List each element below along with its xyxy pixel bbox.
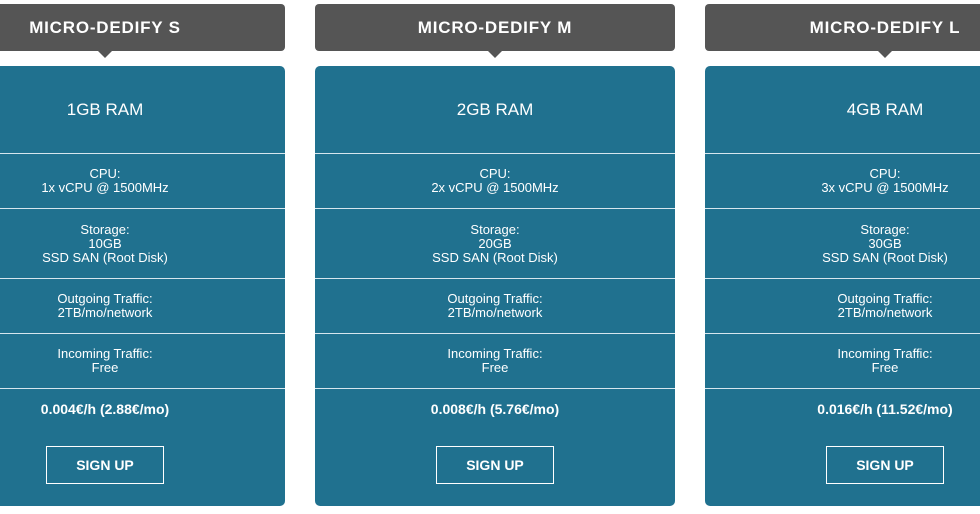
storage-label: Storage: [860, 221, 910, 237]
incoming-value: Free [871, 360, 899, 375]
incoming-label: Incoming Traffic: [837, 346, 933, 361]
ram-value: 2GB RAM [456, 99, 534, 119]
plan-header: MICRO-DEDIFY M [315, 4, 675, 58]
ram-row: 4GB RAM [705, 66, 980, 154]
plan-card-m: MICRO-DEDIFY M 2GB RAM CPU: 2x vCPU @ 15… [315, 0, 675, 514]
plan-name: MICRO-DEDIFY L [809, 17, 961, 37]
storage-size: 30GB [868, 235, 902, 251]
price-value: 0.004€/h (2.88€/mo) [40, 401, 170, 417]
header-pointer-arrow [97, 50, 113, 58]
outgoing-label: Outgoing Traffic: [447, 291, 543, 306]
ram-value: 1GB RAM [66, 99, 144, 119]
price-value: 0.016€/h (11.52€/mo) [817, 401, 953, 417]
storage-type: SSD SAN (Root Disk) [822, 249, 948, 265]
outgoing-label: Outgoing Traffic: [837, 291, 933, 306]
outgoing-traffic-row: Outgoing Traffic: 2TB/mo/network [705, 279, 980, 334]
storage-row: Storage: 20GB SSD SAN (Root Disk) [315, 209, 675, 279]
sign-up-button[interactable]: SIGN UP [46, 446, 164, 484]
incoming-traffic-row: Incoming Traffic: Free [705, 334, 980, 389]
outgoing-value: 2TB/mo/network [837, 305, 933, 320]
storage-row: Storage: 30GB SSD SAN (Root Disk) [705, 209, 980, 279]
storage-label: Storage: [470, 221, 520, 237]
sign-up-button[interactable]: SIGN UP [826, 446, 944, 484]
cpu-value: 2x vCPU @ 1500MHz [431, 180, 559, 195]
cpu-row: CPU: 1x vCPU @ 1500MHz [0, 154, 285, 209]
plan-card-s: MICRO-DEDIFY S 1GB RAM CPU: 1x vCPU @ 15… [0, 0, 285, 514]
cpu-label: CPU: [479, 166, 511, 181]
plan-body: 1GB RAM CPU: 1x vCPU @ 1500MHz Storage: … [0, 66, 285, 506]
incoming-value: Free [481, 360, 509, 375]
storage-size: 20GB [478, 235, 512, 251]
sign-up-button[interactable]: SIGN UP [436, 446, 554, 484]
storage-type: SSD SAN (Root Disk) [42, 249, 168, 265]
storage-label: Storage: [80, 221, 130, 237]
price-row: 0.008€/h (5.76€/mo) [315, 389, 675, 429]
cpu-label: CPU: [869, 166, 901, 181]
ram-row: 2GB RAM [315, 66, 675, 154]
incoming-value: Free [91, 360, 119, 375]
incoming-traffic-row: Incoming Traffic: Free [315, 334, 675, 389]
price-value: 0.008€/h (5.76€/mo) [430, 401, 560, 417]
plan-body: 2GB RAM CPU: 2x vCPU @ 1500MHz Storage: … [315, 66, 675, 506]
incoming-label: Incoming Traffic: [57, 346, 153, 361]
outgoing-value: 2TB/mo/network [57, 305, 153, 320]
cpu-row: CPU: 3x vCPU @ 1500MHz [705, 154, 980, 209]
plan-body: 4GB RAM CPU: 3x vCPU @ 1500MHz Storage: … [705, 66, 980, 506]
price-row: 0.016€/h (11.52€/mo) [705, 389, 980, 429]
outgoing-traffic-row: Outgoing Traffic: 2TB/mo/network [315, 279, 675, 334]
ram-row: 1GB RAM [0, 66, 285, 154]
outgoing-value: 2TB/mo/network [447, 305, 543, 320]
cpu-label: CPU: [89, 166, 121, 181]
ram-value: 4GB RAM [846, 99, 924, 119]
incoming-label: Incoming Traffic: [447, 346, 543, 361]
plan-name: MICRO-DEDIFY M [417, 17, 573, 37]
cpu-value: 1x vCPU @ 1500MHz [41, 180, 169, 195]
plan-header: MICRO-DEDIFY L [705, 4, 980, 58]
storage-size: 10GB [88, 235, 122, 251]
outgoing-traffic-row: Outgoing Traffic: 2TB/mo/network [0, 279, 285, 334]
plan-card-l: MICRO-DEDIFY L 4GB RAM CPU: 3x vCPU @ 15… [705, 0, 980, 514]
plan-header: MICRO-DEDIFY S [0, 4, 285, 58]
price-row: 0.004€/h (2.88€/mo) [0, 389, 285, 429]
storage-type: SSD SAN (Root Disk) [432, 249, 558, 265]
cpu-value: 3x vCPU @ 1500MHz [821, 180, 949, 195]
cpu-row: CPU: 2x vCPU @ 1500MHz [315, 154, 675, 209]
storage-row: Storage: 10GB SSD SAN (Root Disk) [0, 209, 285, 279]
header-pointer-arrow [877, 50, 893, 58]
outgoing-label: Outgoing Traffic: [57, 291, 153, 306]
incoming-traffic-row: Incoming Traffic: Free [0, 334, 285, 389]
header-pointer-arrow [487, 50, 503, 58]
plan-name: MICRO-DEDIFY S [29, 17, 181, 37]
